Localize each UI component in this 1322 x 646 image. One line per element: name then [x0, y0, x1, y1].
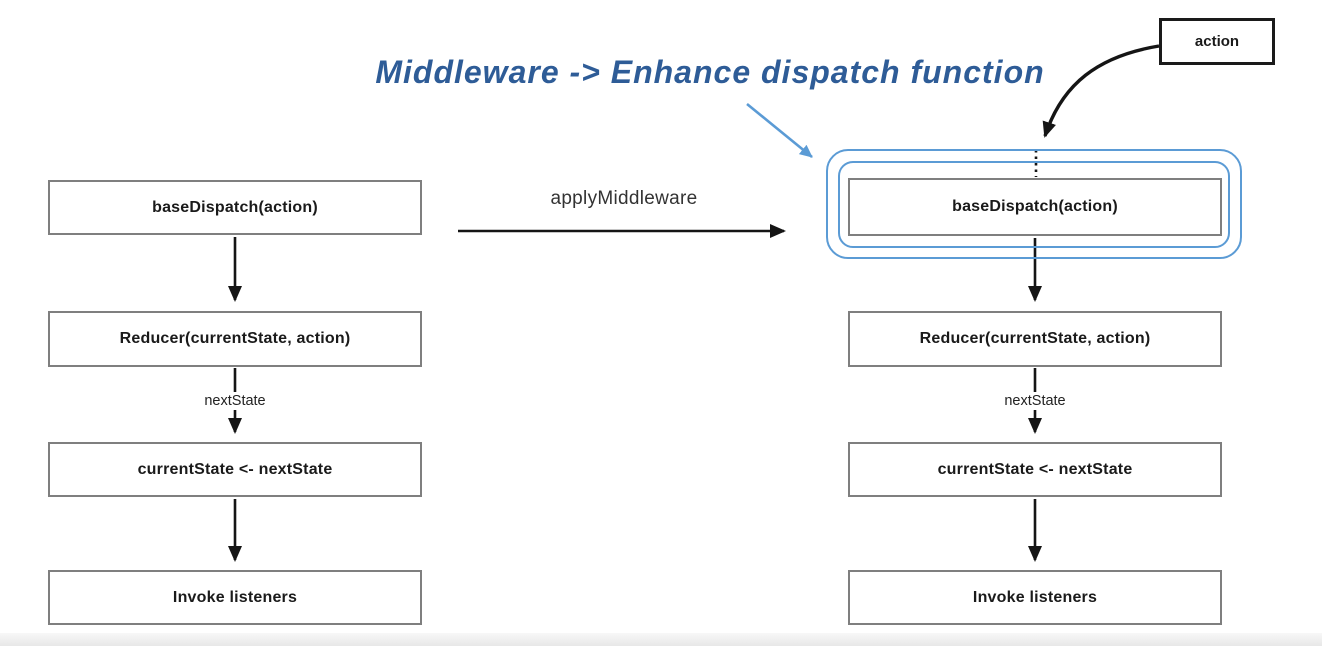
left-basedispatch-label: baseDispatch(action)	[152, 198, 318, 216]
left-invoke-listeners-label: Invoke listeners	[172, 588, 298, 606]
left-nextstate-label: nextState	[180, 392, 290, 410]
right-reducer-label: Reducer(currentState, action)	[919, 330, 1151, 347]
right-currentstate-box: currentState <- nextState	[848, 442, 1222, 497]
left-basedispatch-box: baseDispatch(action)	[48, 180, 422, 235]
right-nextstate-label: nextState	[980, 392, 1090, 410]
left-currentstate-box: currentState <- nextState	[48, 442, 422, 497]
right-basedispatch-box: baseDispatch(action)	[848, 178, 1222, 236]
left-reducer-box: Reducer(currentState, action)	[48, 311, 422, 367]
right-invoke-listeners-label: Invoke listeners	[972, 588, 1098, 606]
arrow-title-pointer	[746, 102, 813, 159]
right-basedispatch-label: baseDispatch(action)	[952, 198, 1118, 215]
diagram-title: Middleware -> Enhance dispatch function	[375, 54, 1045, 90]
highlight-ring-outer	[826, 149, 1242, 259]
left-currentstate-label: currentState <- nextState	[137, 460, 333, 478]
left-invoke-listeners-box: Invoke listeners	[48, 570, 422, 625]
action-box-label: action	[1194, 33, 1240, 50]
right-invoke-listeners-box: Invoke listeners	[848, 570, 1222, 625]
right-currentstate-label: currentState <- nextState	[937, 460, 1133, 478]
action-box: action	[1159, 18, 1275, 65]
bottom-edge-strip	[0, 633, 1322, 646]
left-reducer-label: Reducer(currentState, action)	[119, 330, 351, 347]
highlight-ring-inner	[838, 161, 1230, 248]
right-reducer-box: Reducer(currentState, action)	[848, 311, 1222, 367]
apply-middleware-label: applyMiddleware	[550, 188, 698, 209]
